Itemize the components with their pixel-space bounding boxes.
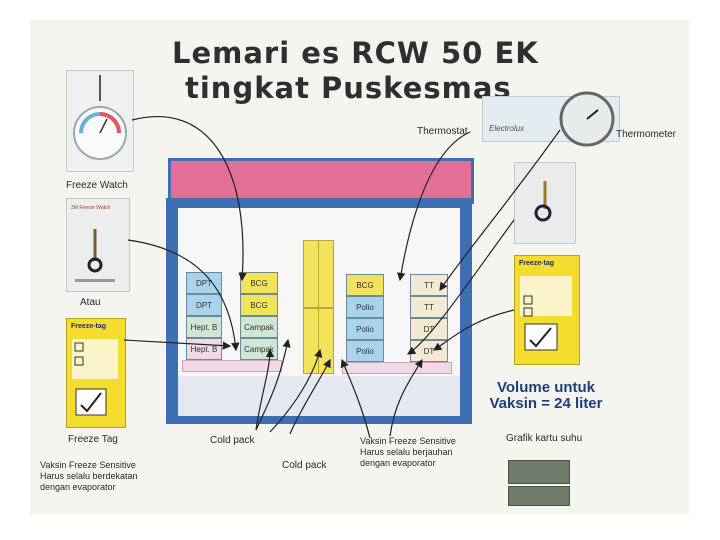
cold-pack-label-2: Cold pack: [282, 460, 326, 471]
vaksin-right-note: Vaksin Freeze Sensitive Harus selalu ber…: [360, 436, 456, 469]
vaksin-right-line-3: dengan evaporator: [360, 458, 456, 469]
vaksin-right-line-2: Harus selalu berjauhan: [360, 447, 456, 458]
cold-pack-label-1: Cold pack: [210, 435, 254, 446]
diagram-canvas: Lemari es RCW 50 EK tingkat Puskesmas Fr…: [30, 20, 689, 514]
vaksin-right-line-1: Vaksin Freeze Sensitive: [360, 436, 456, 447]
